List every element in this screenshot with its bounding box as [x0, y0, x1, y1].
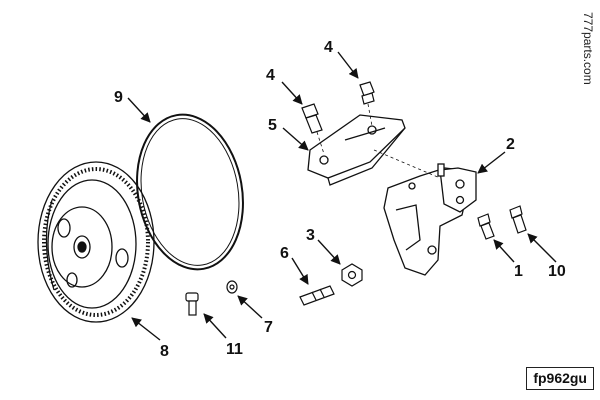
- stud-part: [299, 285, 335, 306]
- callout-3: 3: [306, 227, 315, 244]
- callout-7: 7: [264, 319, 273, 336]
- callout-6: 6: [280, 245, 289, 262]
- callout-1: 1: [514, 263, 523, 280]
- figure-code: fp962gu: [533, 370, 587, 386]
- nut-part: [341, 263, 363, 287]
- capscrew-1-part: [477, 213, 495, 240]
- watermark: 777parts.com: [581, 12, 595, 85]
- callout-11: 11: [226, 341, 243, 358]
- callout-8: 8: [160, 343, 169, 360]
- mounting-bracket-part: [383, 163, 477, 276]
- callout-5: 5: [268, 117, 277, 134]
- bracket-plate-part: [307, 114, 406, 186]
- callout-9: 9: [114, 89, 123, 106]
- leader-arrows: [127, 51, 557, 341]
- gear-part: [37, 161, 155, 323]
- figure-code-badge: fp962gu: [526, 367, 594, 390]
- callout-2: 2: [506, 136, 515, 153]
- callout-10: 10: [548, 263, 566, 280]
- capscrew-10-part: [509, 205, 527, 234]
- watermark-text: 777parts.com: [581, 12, 595, 85]
- bolt-4-upper-left: [301, 103, 323, 134]
- small-nut-part: [226, 280, 238, 294]
- callout-4-left: 4: [266, 67, 275, 84]
- bolt-4-upper-right: [359, 81, 375, 105]
- capscrew-11-part: [185, 292, 199, 316]
- seal-ring-part: [136, 113, 244, 271]
- callout-4-right: 4: [324, 39, 333, 56]
